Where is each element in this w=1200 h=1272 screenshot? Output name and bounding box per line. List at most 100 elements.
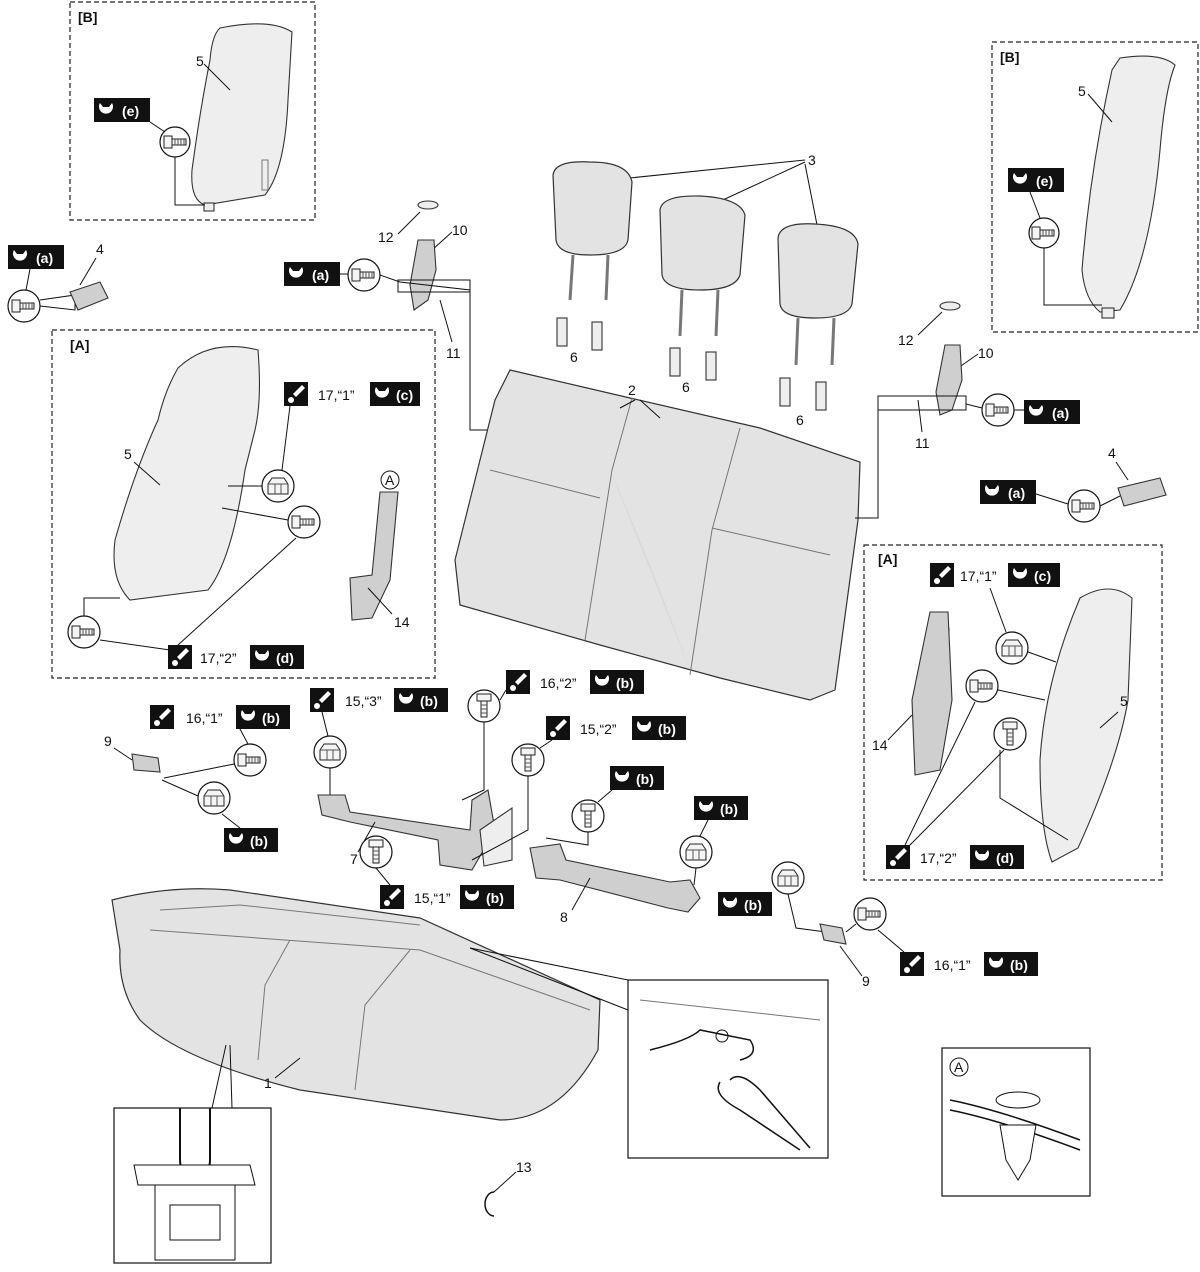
callout-16-1-left: 16,“1” [186,710,223,726]
part-1-label: 1 [264,1075,272,1091]
torque-b-16-1-left-icon [236,705,260,729]
part-6-c-label: 6 [796,412,804,428]
callout-15-3: 15,“3” [345,693,382,709]
adhesive-15-1-icon [380,885,404,909]
view-b-left: [B] 5 (e) [69,1,316,221]
seatback-2: 2 [454,369,861,701]
torque-a-left-icon [8,245,32,269]
torque-e-right-icon [1008,168,1032,192]
latch-group-right: 12 10 11 (a) 4 (a) [855,301,1167,523]
part-14-right-label: 14 [872,737,888,753]
cap-12-right [939,301,961,311]
part-11-right-label: 11 [915,435,930,451]
part-9-left-label: 9 [104,733,112,749]
torque-d-right-tag: (d) [996,850,1014,866]
part-4-right-label: 4 [1108,445,1116,461]
headrest-guides-6 [556,317,827,411]
view-a-right-frame [863,544,1163,881]
callout-17-1-left: 17,“1” [318,387,355,403]
headrests: 3 6 6 6 [552,152,859,428]
c-ring-13 [484,1191,495,1217]
part-11-left-label: 11 [446,345,461,361]
view-a-left-label: [A] [70,337,89,353]
ref-a-left-circle [380,470,400,490]
torque-d-left-icon [250,645,274,669]
callout-17-2-right: 17,“2” [920,850,957,866]
part-12-right-label: 12 [898,332,914,348]
view-a-right: [A] 17,“1” (c) 5 17,“2” (d) A 14 [863,544,1163,881]
seatback-2-body [454,369,861,701]
torque-a-right2-icon [980,480,1004,504]
part-3-label: 3 [808,152,816,168]
nut-icon [319,743,341,761]
part-10-left-label: 10 [452,222,468,238]
callout-17-2-left: 17,“2” [200,650,237,666]
torque-a-left-tag: (a) [36,250,53,266]
adhesive-16-1-right-icon [900,952,924,976]
latch-group-left: 12 10 11 (a) [284,200,490,431]
hinge-bracket-8 [529,843,701,913]
adhesive-17-2-right-icon [886,845,910,869]
callout-16-1-right: 16,“1” [934,957,971,973]
clip-strip-14-right [911,611,953,776]
torque-b-8b-tag: (b) [720,801,738,817]
torque-b-8a-icon [610,766,634,790]
part-14-left-label: 14 [394,614,410,630]
nut-icon [685,843,707,861]
torque-b-15-2-icon [632,716,656,740]
adhesive-16-1-left-icon [150,705,174,729]
torque-b-16-2-icon [590,670,614,694]
part-5-a-left-label: 5 [124,446,132,462]
torque-b-16-2-tag: (b) [616,675,634,691]
part-12-left-label: 12 [378,229,394,245]
detail-box-wire-frame [627,979,829,1159]
torque-b-15-1-icon [460,885,484,909]
adhesive-15-3-icon [310,688,334,712]
torque-a-right-icon [1024,400,1048,424]
latch-10-right [935,344,963,416]
torque-e-left-tag: (e) [122,103,139,119]
nut-icon [267,477,289,495]
torque-c-right-tag: (c) [1034,568,1051,584]
callout-16-2: 16,“2” [540,675,577,691]
view-b-left-label: [B] [78,9,97,25]
view-a-left-frame [51,329,436,679]
torque-b-16-1-right-icon [984,952,1008,976]
torque-b-9-right-tag: (b) [744,897,762,913]
torque-b-8b-icon [694,796,718,820]
detail-box-wire-hook [627,979,829,1159]
part-4-left-label: 4 [96,241,104,257]
view-b-left-frame [69,1,316,221]
nut-icon [1001,639,1023,657]
torque-a-topleft-icon [284,262,308,286]
torque-a-topleft-tag: (a) [312,267,329,283]
callout-17-1-right: 17,“1” [960,568,997,584]
torque-b-15-3-icon [394,688,418,712]
part-6-b-label: 6 [682,379,690,395]
part-6-a-label: 6 [570,349,578,365]
torque-c-right-icon [1008,563,1032,587]
torque-b-9-left-icon [224,828,248,852]
nut-icon [777,869,799,887]
headrest-3-right [777,223,859,366]
seatback-side-5-b-right [1081,55,1176,313]
detail-clip-a-label: A [954,1059,964,1075]
detail-box-cushion-hook [113,1107,272,1264]
torque-b-15-3-tag: (b) [420,693,438,709]
adhesive-17-1-left-icon [284,382,308,406]
seat-cushion-1-body [111,888,601,1121]
torque-b-15-1-tag: (b) [486,890,504,906]
torque-a-right2-tag: (a) [1008,485,1025,501]
torque-b-8a-tag: (b) [636,771,654,787]
seat-cushion-1: 1 [111,888,629,1121]
hinge-hardware: 16,“1” (b) 9 (b) 15,“3” (b) 7 [104,670,1038,989]
part-10-right-label: 10 [978,345,994,361]
torque-b-9-left-tag: (b) [250,833,268,849]
headrest-3-center-pad [659,195,746,291]
adhesive-16-2-icon [506,670,530,694]
bracket-9-left [131,753,161,773]
torque-e-left-icon [94,98,118,122]
hinge-bracket-4-left [69,281,109,311]
nut-icon [203,789,225,807]
